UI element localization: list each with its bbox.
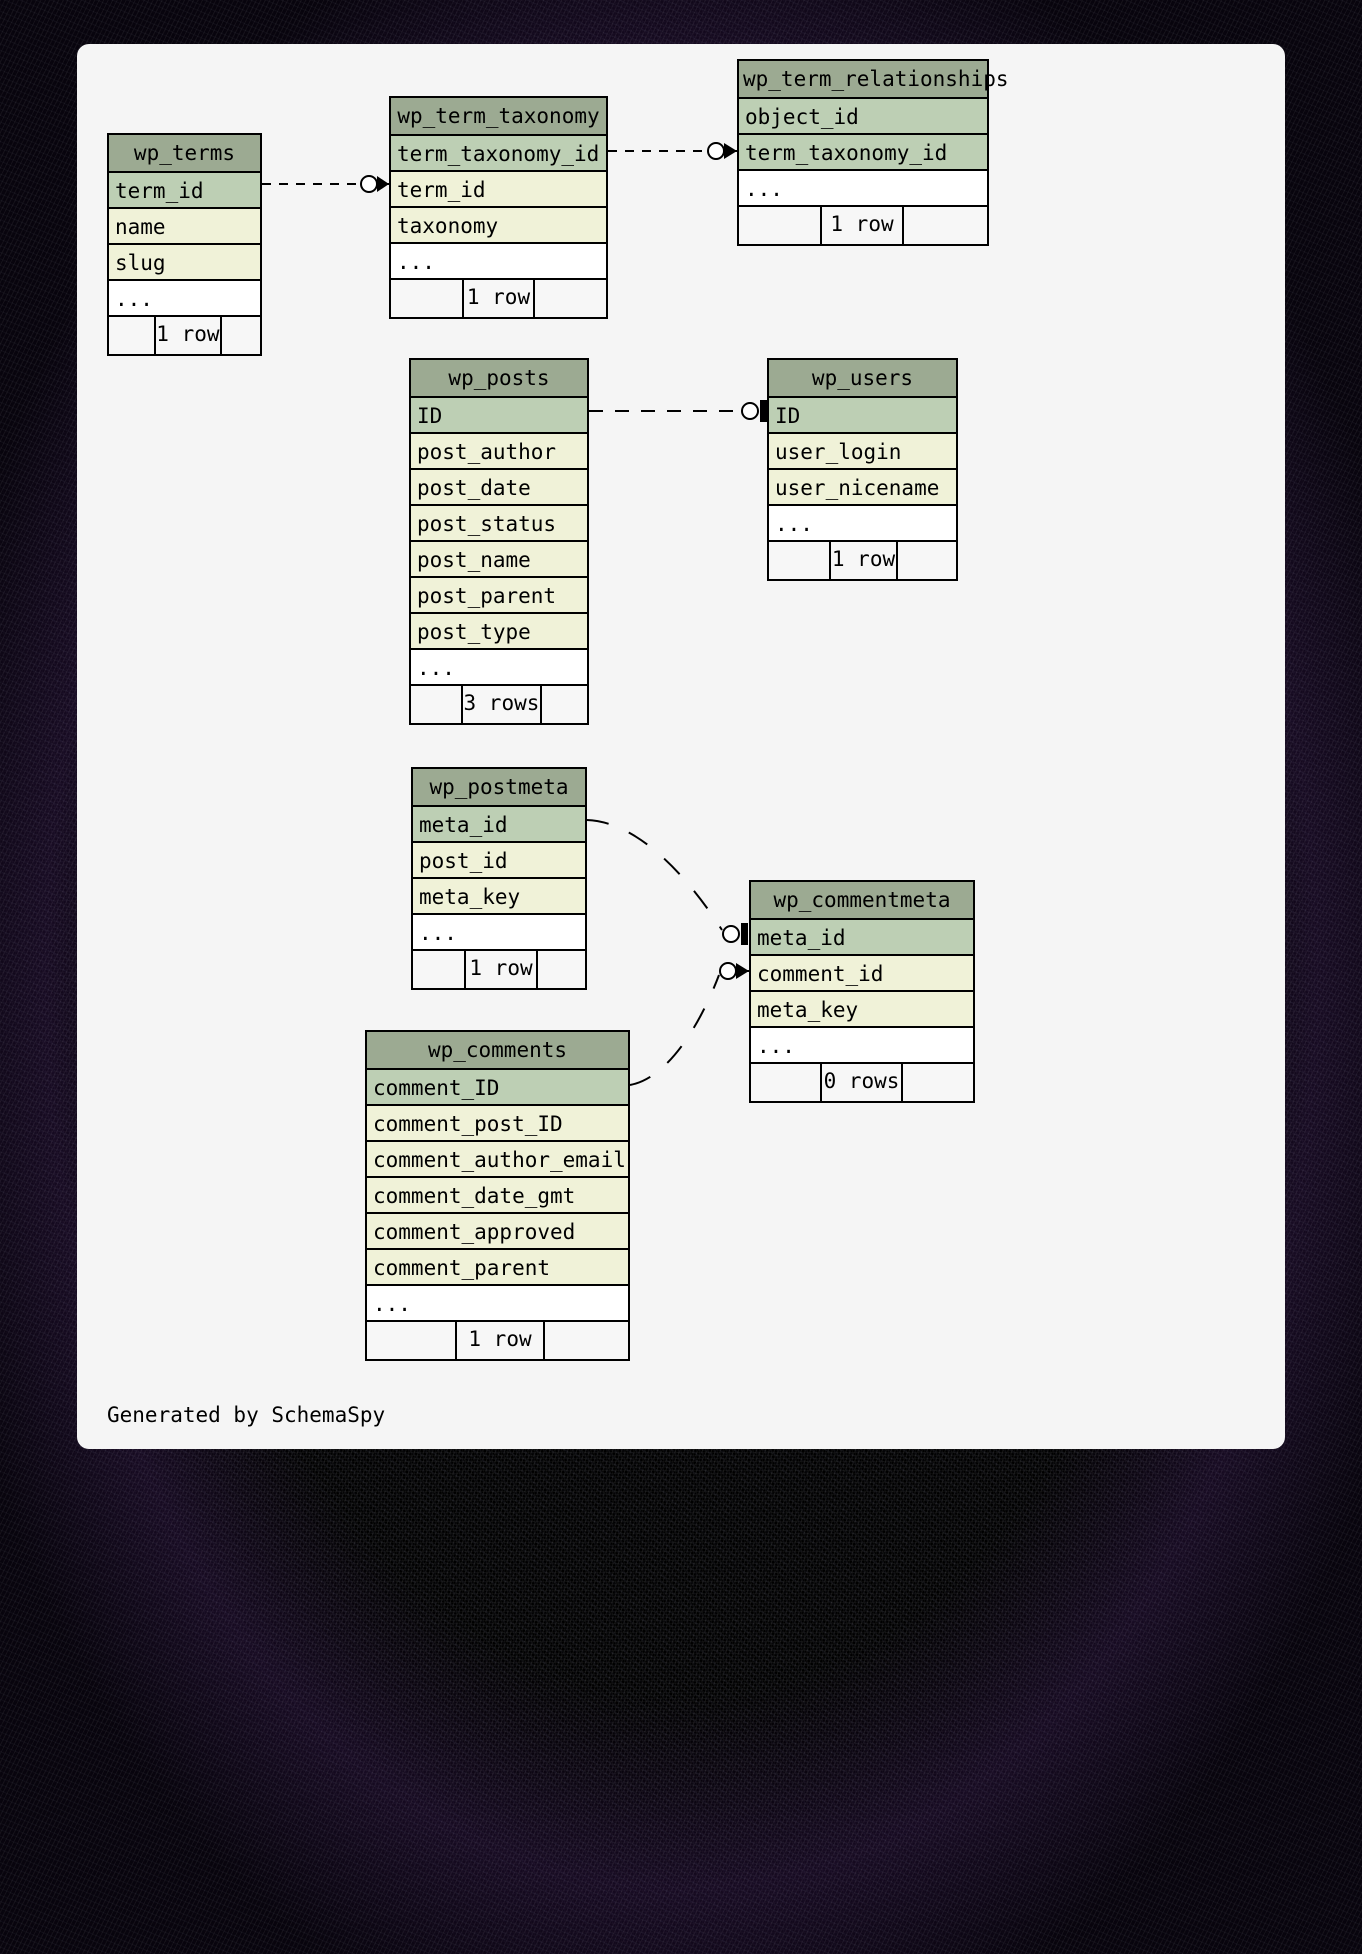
column-ellipsis[interactable]: ... bbox=[367, 1286, 628, 1322]
table-title: wp_posts bbox=[411, 360, 587, 398]
table-title: wp_comments bbox=[367, 1032, 628, 1070]
column-ellipsis[interactable]: ... bbox=[769, 506, 956, 542]
footer-left bbox=[367, 1322, 457, 1359]
footer-left bbox=[391, 280, 464, 317]
column-taxonomy[interactable]: taxonomy bbox=[391, 208, 606, 244]
footer-right bbox=[542, 686, 587, 723]
column-ellipsis[interactable]: ... bbox=[411, 650, 587, 686]
column-ellipsis[interactable]: ... bbox=[751, 1028, 973, 1064]
column-name[interactable]: name bbox=[109, 209, 260, 245]
table-title: wp_postmeta bbox=[413, 769, 585, 807]
column-meta_key[interactable]: meta_key bbox=[413, 879, 585, 915]
column-post_date[interactable]: post_date bbox=[411, 470, 587, 506]
column-ellipsis[interactable]: ... bbox=[739, 171, 987, 207]
footer-rowcount: 1 row bbox=[457, 1322, 545, 1359]
footer-right bbox=[535, 280, 606, 317]
footer-rowcount: 0 rows bbox=[822, 1064, 903, 1101]
column-post_author[interactable]: post_author bbox=[411, 434, 587, 470]
column-ID[interactable]: ID bbox=[411, 398, 587, 434]
table-footer: 1 row bbox=[367, 1322, 628, 1359]
column-meta_id[interactable]: meta_id bbox=[751, 920, 973, 956]
column-comment_ID[interactable]: comment_ID bbox=[367, 1070, 628, 1106]
column-term_id[interactable]: term_id bbox=[391, 172, 606, 208]
column-user_login[interactable]: user_login bbox=[769, 434, 956, 470]
table-footer: 1 row bbox=[391, 280, 606, 317]
generated-by-label: Generated by SchemaSpy bbox=[107, 1403, 386, 1427]
footer-left bbox=[739, 207, 822, 244]
table-wp_terms[interactable]: wp_terms term_id name slug ... 1 row bbox=[107, 133, 262, 356]
footer-left bbox=[751, 1064, 822, 1101]
table-footer: 1 row bbox=[739, 207, 987, 244]
column-ellipsis[interactable]: ... bbox=[413, 915, 585, 951]
footer-right bbox=[898, 542, 956, 579]
footer-left bbox=[413, 951, 466, 988]
column-ellipsis[interactable]: ... bbox=[109, 281, 260, 317]
footer-right bbox=[538, 951, 585, 988]
table-footer: 1 row bbox=[413, 951, 585, 988]
column-post_type[interactable]: post_type bbox=[411, 614, 587, 650]
column-user_nicename[interactable]: user_nicename bbox=[769, 470, 956, 506]
column-term_taxonomy_id[interactable]: term_taxonomy_id bbox=[739, 135, 987, 171]
column-slug[interactable]: slug bbox=[109, 245, 260, 281]
table-wp_term_relationships[interactable]: wp_term_relationships object_id term_tax… bbox=[737, 59, 1009, 246]
column-ID[interactable]: ID bbox=[769, 398, 956, 434]
column-ellipsis[interactable]: ... bbox=[391, 244, 606, 280]
footer-rowcount: 1 row bbox=[466, 951, 538, 988]
column-meta_key[interactable]: meta_key bbox=[751, 992, 973, 1028]
table-footer: 1 row bbox=[109, 317, 260, 354]
footer-rowcount: 1 row bbox=[822, 207, 904, 244]
column-post_id[interactable]: post_id bbox=[413, 843, 585, 879]
column-comment_parent[interactable]: comment_parent bbox=[367, 1250, 628, 1286]
footer-left bbox=[769, 542, 831, 579]
table-title: wp_term_relationships bbox=[739, 61, 1009, 99]
footer-right bbox=[222, 317, 260, 354]
table-footer: 0 rows bbox=[751, 1064, 973, 1101]
table-footer: 1 row bbox=[769, 542, 956, 579]
column-term_taxonomy_id[interactable]: term_taxonomy_id bbox=[391, 136, 606, 172]
table-wp_term_taxonomy[interactable]: wp_term_taxonomy term_taxonomy_id term_i… bbox=[389, 96, 608, 319]
diagram-canvas: Generated by SchemaSpy bbox=[77, 44, 1285, 1449]
table-wp_users[interactable]: wp_users ID user_login user_nicename ...… bbox=[767, 358, 958, 581]
column-post_parent[interactable]: post_parent bbox=[411, 578, 587, 614]
footer-rowcount: 1 row bbox=[156, 317, 223, 354]
footer-rowcount: 1 row bbox=[831, 542, 898, 579]
footer-right bbox=[903, 1064, 973, 1101]
table-title: wp_users bbox=[769, 360, 956, 398]
footer-rowcount: 3 rows bbox=[463, 686, 543, 723]
table-wp_commentmeta[interactable]: wp_commentmeta meta_id comment_id meta_k… bbox=[749, 880, 975, 1103]
table-wp_postmeta[interactable]: wp_postmeta meta_id post_id meta_key ...… bbox=[411, 767, 587, 990]
column-object_id[interactable]: object_id bbox=[739, 99, 987, 135]
column-term_id[interactable]: term_id bbox=[109, 173, 260, 209]
table-footer: 3 rows bbox=[411, 686, 587, 723]
footer-rowcount: 1 row bbox=[464, 280, 536, 317]
column-post_name[interactable]: post_name bbox=[411, 542, 587, 578]
table-wp_comments[interactable]: wp_comments comment_ID comment_post_ID c… bbox=[365, 1030, 630, 1361]
column-comment_approved[interactable]: comment_approved bbox=[367, 1214, 628, 1250]
column-comment_id[interactable]: comment_id bbox=[751, 956, 973, 992]
footer-right bbox=[545, 1322, 628, 1359]
footer-left bbox=[411, 686, 463, 723]
footer-left bbox=[109, 317, 156, 354]
footer-right bbox=[904, 207, 987, 244]
table-title: wp_commentmeta bbox=[751, 882, 973, 920]
column-post_status[interactable]: post_status bbox=[411, 506, 587, 542]
column-comment_date_gmt[interactable]: comment_date_gmt bbox=[367, 1178, 628, 1214]
table-title: wp_term_taxonomy bbox=[391, 98, 606, 136]
column-comment_author_email[interactable]: comment_author_email bbox=[367, 1142, 628, 1178]
table-title: wp_terms bbox=[109, 135, 260, 173]
table-wp_posts[interactable]: wp_posts ID post_author post_date post_s… bbox=[409, 358, 589, 725]
column-comment_post_ID[interactable]: comment_post_ID bbox=[367, 1106, 628, 1142]
column-meta_id[interactable]: meta_id bbox=[413, 807, 585, 843]
